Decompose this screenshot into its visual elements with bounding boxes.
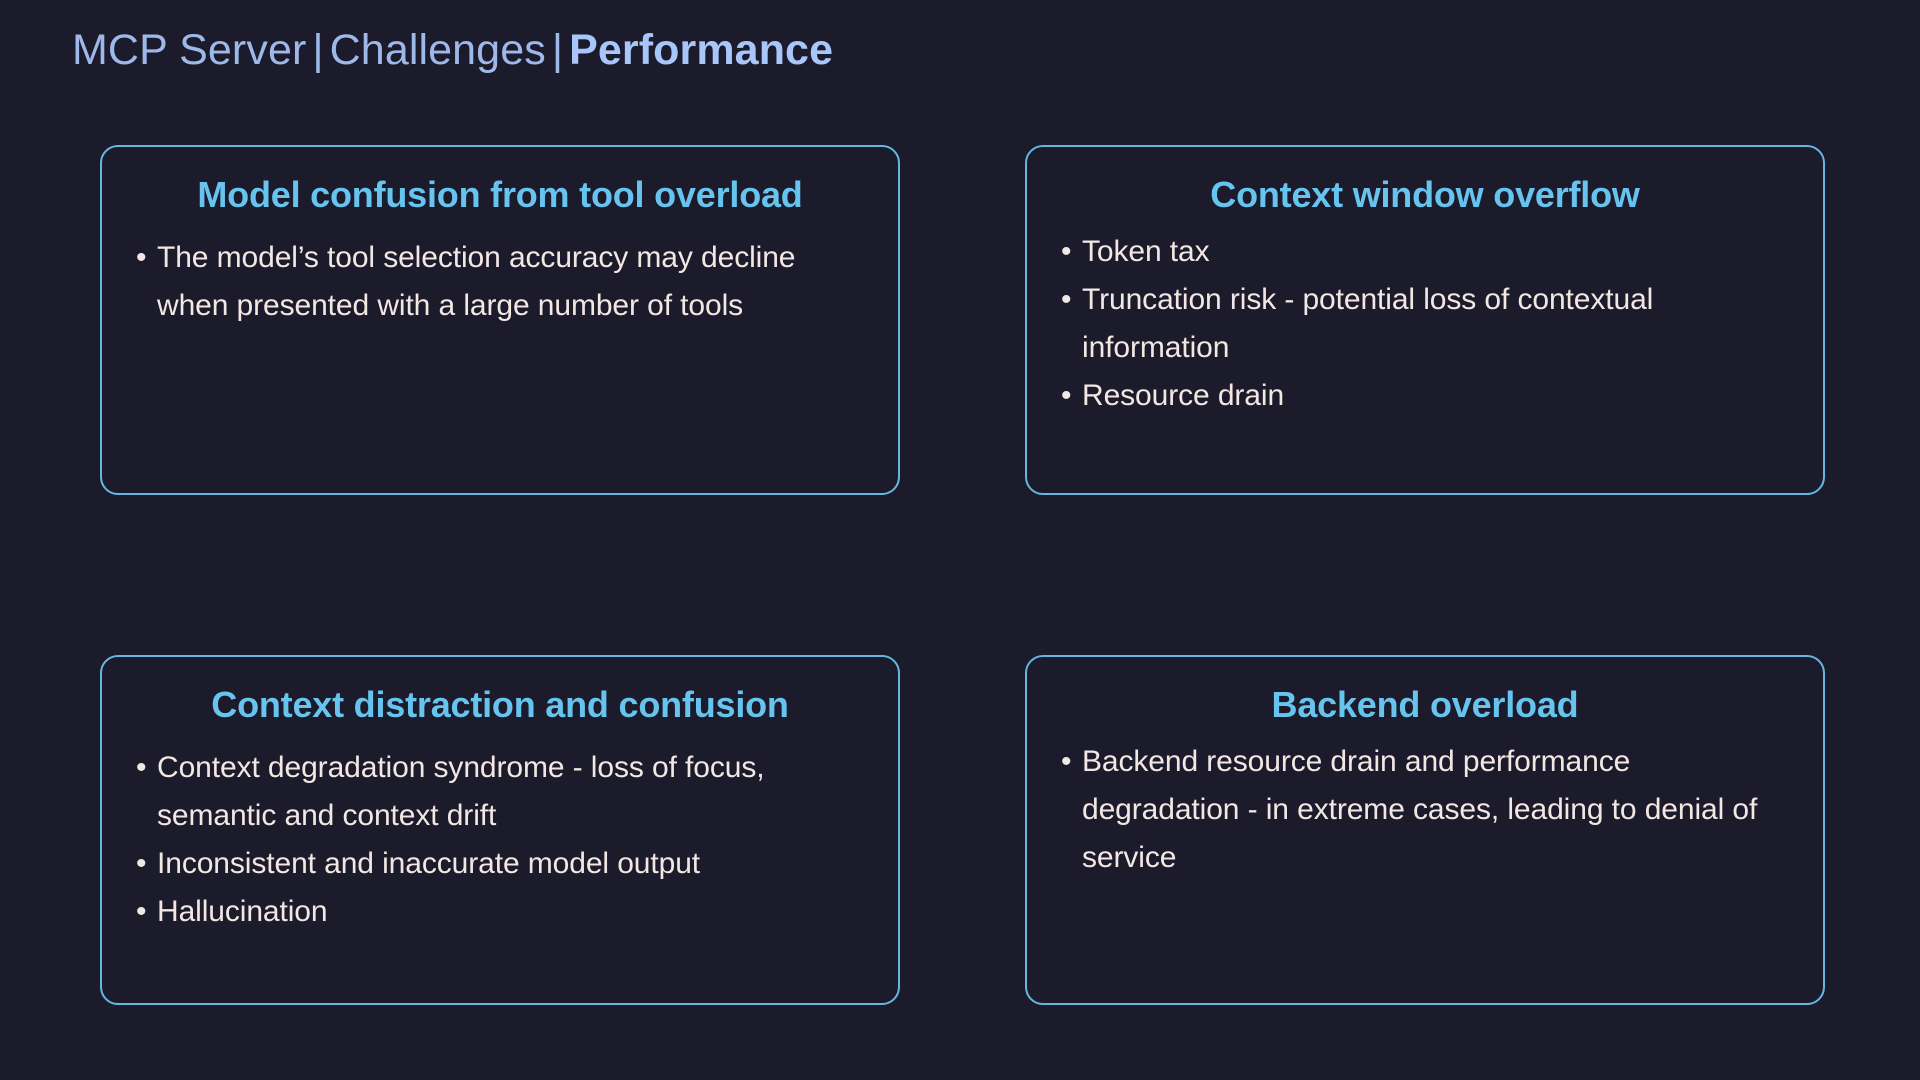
card-title: Context window overflow — [1210, 174, 1640, 215]
breadcrumb-segment-challenges: Challenges — [329, 26, 546, 74]
list-item: • Context degradation syndrome - loss of … — [132, 744, 868, 840]
list-item-text: Token tax — [1082, 235, 1210, 268]
bullet-icon: • — [136, 241, 147, 274]
breadcrumb-segment-mcp-server: MCP Server — [72, 26, 307, 74]
list-item-text: Context degradation syndrome - loss of f… — [157, 751, 765, 832]
breadcrumb-separator-2: | — [551, 26, 564, 74]
list-item-text: Truncation risk - potential loss of cont… — [1082, 283, 1654, 364]
card-title: Backend overload — [1271, 684, 1579, 725]
bullet-icon: • — [1061, 283, 1072, 316]
list-item: • Token tax — [1057, 228, 1793, 276]
card-context-window-overflow: Context window overflow • Token tax • Trun… — [1025, 145, 1825, 495]
bullet-icon: • — [1061, 235, 1072, 268]
list-item: • Inconsistent and inaccurate model outpu… — [132, 840, 868, 888]
breadcrumb-segment-performance: Performance — [569, 26, 834, 74]
breadcrumb-separator-1: | — [312, 26, 324, 74]
list-item: • Truncation risk - potential loss of con… — [1057, 276, 1793, 372]
list-item-text: The model’s tool selection accuracy may … — [157, 241, 796, 322]
card-model-confusion: Model confusion from tool overload • The … — [100, 145, 900, 495]
card-bullet-list: • The model’s tool selection accuracy may… — [132, 234, 868, 330]
list-item-text: Backend resource drain and performance d… — [1082, 745, 1758, 874]
bullet-icon: • — [1061, 745, 1072, 778]
bullet-icon: • — [1061, 379, 1072, 412]
list-item-text: Inconsistent and inaccurate model output — [157, 847, 701, 880]
list-item: • Backend resource drain and performance … — [1057, 738, 1793, 882]
bullet-icon: • — [136, 895, 147, 928]
card-title: Model confusion from tool overload — [197, 174, 803, 215]
list-item: • Resource drain — [1057, 372, 1793, 420]
card-context-distraction: Context distraction and confusion • Conte… — [100, 655, 900, 1005]
list-item-text: Resource drain — [1082, 379, 1285, 412]
card-bullet-list: • Backend resource drain and performance … — [1057, 738, 1793, 882]
card-title: Context distraction and confusion — [211, 684, 789, 725]
card-bullet-list: • Token tax • Truncation risk - potential … — [1057, 228, 1793, 420]
card-grid: Model confusion from tool overload • The … — [100, 145, 1830, 1005]
list-item-text: Hallucination — [157, 895, 328, 928]
bullet-icon: • — [136, 751, 147, 784]
page-title: MCP Server|Challenges|Performance — [72, 22, 833, 78]
list-item: • The model’s tool selection accuracy may… — [132, 234, 868, 330]
bullet-icon: • — [136, 847, 147, 880]
list-item: • Hallucination — [132, 888, 868, 936]
card-bullet-list: • Context degradation syndrome - loss of … — [132, 744, 868, 936]
card-backend-overload: Backend overload • Backend resource drain… — [1025, 655, 1825, 1005]
